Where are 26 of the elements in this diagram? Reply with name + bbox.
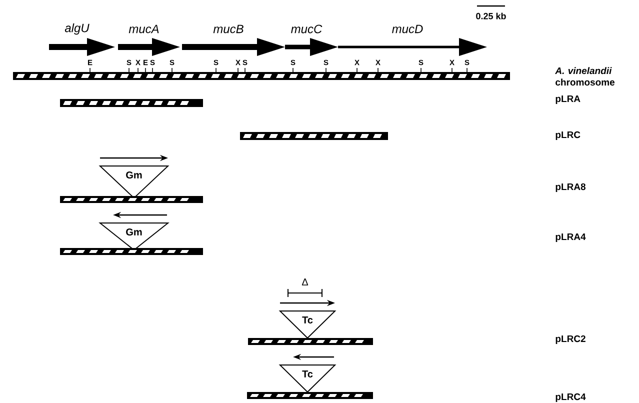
open-reading-frame: mucB — [182, 24, 285, 56]
node-label: algU — [64, 23, 90, 35]
construct-name: A. vinelandii chromosome — [555, 67, 615, 86]
node-label: mucB — [213, 24, 244, 34]
open-reading-frame: mucD — [338, 24, 487, 56]
construct-name: pLRA — [556, 95, 580, 104]
deletion-label: Δ — [302, 278, 308, 286]
chromosome-bar — [13, 72, 510, 80]
construct-name: pLRC4 — [556, 393, 586, 402]
construct-name: pLRA8 — [556, 183, 586, 192]
plasmid-bar — [60, 196, 203, 203]
open-reading-frame: mucC — [285, 24, 338, 56]
node-label: mucA — [128, 24, 159, 34]
open-reading-frame: algU — [49, 23, 115, 56]
construct-name: pLRA4 — [556, 233, 586, 242]
construct-name: pLRC — [556, 131, 580, 140]
node-label: mucC — [291, 24, 322, 34]
plasmid-bar — [60, 99, 203, 107]
plasmid-bar — [60, 248, 203, 255]
construct-name: pLRC2 — [556, 335, 586, 344]
plasmid-bar — [248, 338, 373, 345]
open-reading-frame: mucA — [118, 24, 180, 56]
scale-bar: 0.25 kb — [476, 5, 506, 20]
node-label: mucD — [392, 24, 423, 34]
plasmid-bar — [247, 392, 373, 399]
plasmid-bar — [240, 132, 388, 140]
